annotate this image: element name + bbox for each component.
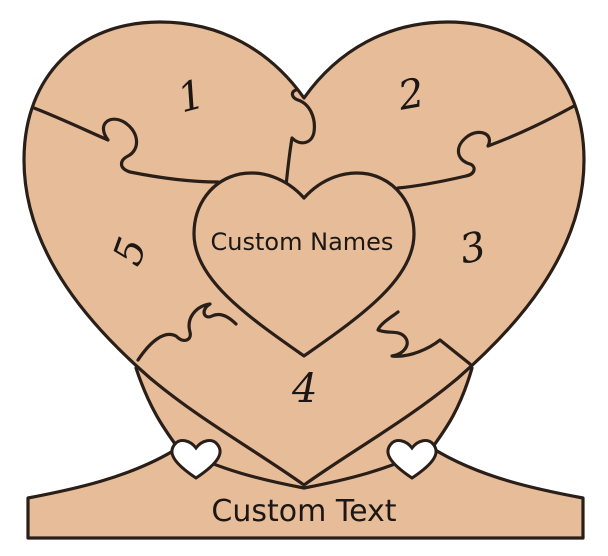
heart-center-icon <box>192 171 416 358</box>
cut-line-left-lower <box>136 302 238 362</box>
cut-line-base-v <box>176 446 434 490</box>
piece-label-4: 4 <box>291 366 317 412</box>
base-custom-text: Custom Text <box>211 494 396 529</box>
cut-line-top-center <box>284 88 316 188</box>
heart-cutout-icon <box>386 439 438 480</box>
cut-line-right-upper <box>396 104 576 190</box>
center-custom-names: Custom Names <box>211 228 394 256</box>
cut-line-right-lower <box>376 310 472 366</box>
cut-line-left-upper <box>32 106 220 184</box>
heart-cutout-icon <box>170 439 222 480</box>
